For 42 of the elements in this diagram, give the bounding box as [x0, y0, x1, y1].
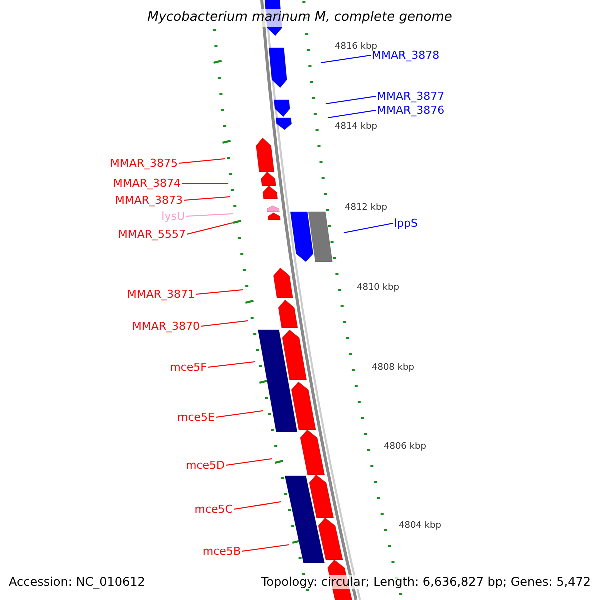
gene-label: mce5C [194, 503, 233, 516]
scale-label: 4814 kbp [335, 122, 378, 133]
scale-label: 4806 kbp [384, 442, 426, 453]
genome-info-text: Topology: circular; Length: 6,636,827 bp; Genes: 5,472 [261, 575, 591, 589]
gene-label: mce5F [170, 361, 207, 374]
gene-label: lppS [394, 217, 418, 230]
scale-label: 4808 kbp [372, 363, 414, 374]
leader-line [226, 458, 272, 466]
gene-label: MMAR_3871 [127, 288, 195, 301]
gene-label: MMAR_3877 [377, 90, 445, 103]
leader-line [328, 110, 376, 118]
gene-label: MMAR_3878 [372, 49, 440, 62]
leader-line [196, 290, 244, 295]
scale-label: 4810 kbp [357, 283, 400, 294]
leader-line [344, 223, 394, 234]
accession-text: Accession: NC_010612 [9, 575, 146, 589]
gene-label: MMAR_5557 [118, 228, 186, 241]
leader-line [186, 222, 234, 235]
leader-line [208, 362, 256, 368]
leader-line [182, 183, 228, 184]
gene-label: mce5E [178, 411, 215, 424]
scale-label: 4816 kbp [335, 42, 378, 52]
leader-line [326, 96, 376, 104]
leader-line [216, 410, 264, 418]
gene-label: MMAR_3873 [115, 194, 183, 207]
leader-line [200, 320, 248, 327]
leader-line [234, 502, 282, 510]
gene-label: MMAR_3875 [110, 157, 178, 170]
leader-line [178, 158, 226, 164]
leader-line [242, 544, 290, 552]
map-title: Mycobacterium marinum M, complete genome [146, 10, 454, 26]
scale-label: 4812 kbp [345, 203, 388, 214]
leader-line [184, 196, 230, 201]
scale-label: 4804 kbp [399, 521, 442, 532]
leader-line [186, 214, 234, 217]
gene-label: mce5D [186, 459, 225, 472]
gene-label: lysU [162, 210, 185, 223]
leader-line [320, 55, 372, 64]
gene-label: MMAR_3874 [113, 177, 181, 190]
gene-label: MMAR_3870 [132, 320, 200, 333]
gene-label: mce5B [202, 545, 241, 558]
gene-label: MMAR_3876 [377, 104, 445, 117]
